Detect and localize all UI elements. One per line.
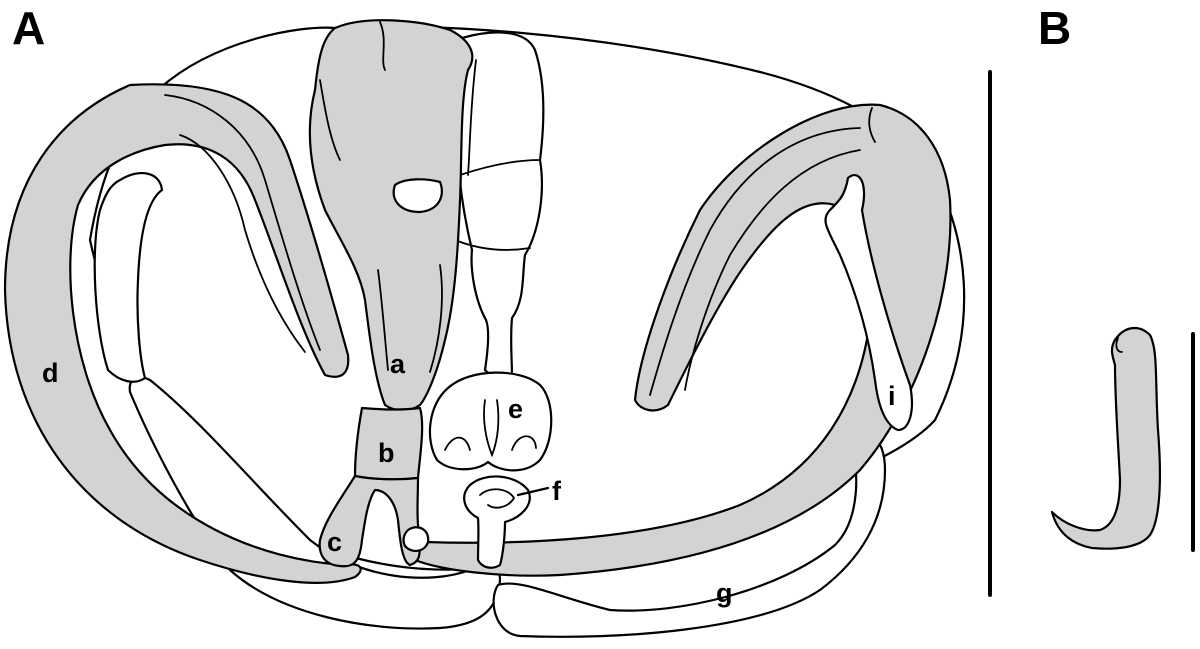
label-f-leader [516, 486, 550, 497]
structure-d [3, 83, 362, 584]
structure-a-line-4 [377, 269, 389, 371]
structure-e-fold [483, 399, 500, 458]
structure-e [428, 371, 553, 472]
panel-a-letter: A [12, 2, 45, 54]
structure-c [318, 474, 422, 568]
structure-right-groove-2 [684, 149, 861, 391]
structure-a-line-1 [319, 79, 341, 161]
label-e: e [508, 394, 523, 424]
label-i: i [888, 381, 896, 411]
label-f: f [552, 476, 562, 506]
structure-right-notch [868, 107, 876, 143]
panel-b-tip [1115, 337, 1123, 353]
panel-b-letter: B [1038, 2, 1071, 54]
structure-i [824, 174, 914, 432]
label-b: b [378, 438, 395, 468]
structure-a-line-3 [429, 264, 443, 373]
structure-d-groove-1 [164, 94, 321, 351]
structure-a [308, 19, 474, 412]
structure-right-crescent [408, 103, 952, 577]
structure-c-knob [402, 526, 430, 552]
label-d: d [42, 358, 59, 388]
structure-right-groove-1 [649, 127, 861, 396]
structure-e-inner-1 [444, 436, 471, 451]
structure-e-inner-2 [511, 435, 537, 451]
structure-a-line-2 [379, 21, 386, 71]
label-g: g [716, 578, 733, 608]
column-seam [467, 59, 477, 176]
structure-d-groove-2 [179, 134, 306, 353]
label-a: a [390, 349, 406, 379]
panel-b-structure [1050, 327, 1161, 550]
column-segment-2 [454, 239, 531, 251]
label-c: c [327, 527, 342, 557]
structure-d-slot [93, 172, 164, 383]
structure-f-inner [479, 488, 516, 509]
structure-a-eye [392, 178, 443, 214]
